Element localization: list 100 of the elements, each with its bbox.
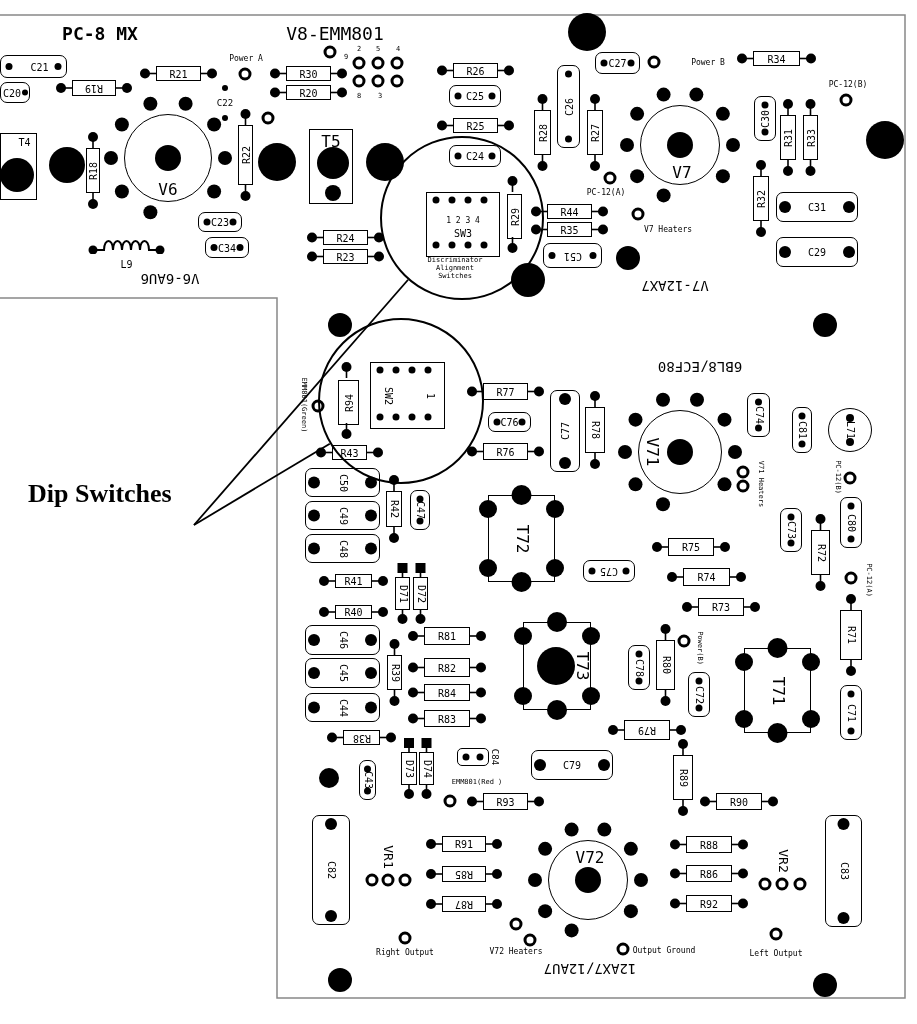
reference-designator: R35 [560, 224, 579, 235]
reference-designator: R24 [336, 232, 355, 243]
silkscreen-text: PC-12(B) [828, 79, 868, 89]
capacitor-outline [754, 96, 776, 141]
resistor-outline [753, 176, 769, 221]
reference-designator: R39 [389, 663, 400, 682]
capacitor-outline [305, 468, 380, 497]
dip-switch-outline [370, 362, 445, 429]
reference-designator: C73 [785, 520, 797, 540]
reference-designator: R73 [711, 601, 731, 613]
resistor-outline [335, 574, 372, 588]
resistor-outline [753, 51, 800, 66]
silkscreen-text: Output Ground [632, 945, 696, 955]
reference-designator: R43 [340, 447, 359, 458]
reference-designator: R84 [437, 687, 457, 698]
resistor-outline [286, 66, 331, 81]
resistor-outline [156, 66, 201, 81]
capacitor-outline [305, 625, 380, 655]
reference-designator: R34 [767, 53, 786, 64]
capacitor-outline [628, 645, 650, 690]
resistor-outline [323, 230, 368, 245]
resistor-outline [442, 896, 486, 912]
reference-designator: C71 [845, 703, 857, 722]
reference-designator: R30 [299, 68, 318, 79]
reference-designator: R23 [336, 251, 355, 262]
reference-designator: 1 [424, 392, 435, 399]
resistor-outline [442, 866, 486, 882]
reference-designator: R91 [454, 838, 474, 850]
reference-designator: R27 [589, 123, 601, 142]
reference-designator: V71 [643, 437, 661, 467]
reference-designator: R85 [454, 868, 474, 880]
resistor-outline [673, 755, 693, 800]
reference-designator: L71 [844, 420, 856, 440]
silkscreen-text: Left Output [749, 948, 803, 958]
resistor-outline [624, 720, 670, 740]
reference-designator: C23 [210, 216, 230, 228]
resistor-outline [780, 115, 796, 160]
resistor-outline [507, 194, 522, 239]
reference-designator: C25 [465, 90, 485, 102]
reference-designator: T4 [18, 136, 31, 147]
reference-designator: C81 [796, 420, 808, 440]
resistor-outline [442, 836, 486, 852]
reference-designator: R33 [805, 128, 816, 147]
reference-designator: R74 [697, 571, 716, 583]
resistor-outline [547, 222, 592, 237]
resistor-outline [424, 658, 470, 677]
reference-designator: R25 [466, 120, 485, 131]
reference-designator: R89 [677, 768, 689, 787]
reference-designator: R19 [84, 82, 104, 94]
resistor-outline [286, 85, 331, 100]
capacitor-outline [776, 237, 858, 267]
reference-designator: R32 [755, 189, 767, 208]
capacitor-outline [305, 534, 380, 563]
reference-designator: C76 [500, 416, 519, 428]
reference-designator: C80 [845, 513, 857, 532]
reference-designator: R78 [589, 420, 601, 440]
diode-outline [413, 577, 428, 610]
resistor-outline [686, 836, 732, 853]
resistor-outline [483, 793, 528, 810]
silkscreen-text: VR1 [381, 845, 395, 869]
silkscreen-text: PC-12(A) [586, 187, 626, 197]
resistor-outline [238, 125, 253, 185]
silkscreen-text: V72 Heaters [489, 946, 543, 956]
reference-designator: R44 [560, 206, 579, 217]
resistor-outline [453, 63, 498, 78]
reference-designator: R21 [169, 68, 188, 79]
reference-designator: D71 [397, 584, 408, 603]
capacitor-outline [531, 750, 613, 780]
resistor-outline [716, 793, 762, 810]
resistor-outline [86, 148, 100, 193]
resistor-outline [483, 443, 528, 460]
reference-designator: R88 [699, 839, 719, 850]
capacitor-outline [595, 52, 640, 74]
resistor-outline [323, 249, 368, 264]
capacitor-outline [198, 212, 242, 232]
reference-designator: R40 [344, 606, 363, 618]
silkscreen-text: C22 [216, 98, 234, 108]
reference-designator: C29 [807, 246, 827, 258]
capacitor-outline [488, 412, 531, 432]
reference-designator: C50 [337, 473, 348, 492]
capacitor-outline [0, 82, 30, 103]
reference-designator: R94 [343, 393, 354, 412]
reference-designator: D74 [421, 759, 432, 778]
resistor-outline [686, 895, 732, 912]
reference-designator: 1 2 3 4 [446, 214, 480, 225]
reference-designator: C30 [759, 109, 771, 128]
reference-designator: C26 [563, 97, 574, 116]
reference-designator: R41 [344, 575, 363, 587]
reference-designator: R83 [437, 713, 457, 724]
capacitor-outline [0, 55, 67, 78]
reference-designator: C72 [693, 685, 705, 704]
capacitor-outline [305, 658, 380, 688]
reference-designator: C20 [2, 87, 22, 98]
capacitor-outline [792, 407, 812, 453]
reference-designator: C82 [325, 860, 337, 880]
silkscreen-text: Power B [691, 57, 725, 67]
reference-designator: L9 [120, 258, 133, 270]
capacitor-outline [840, 685, 862, 740]
reference-designator: R90 [729, 796, 749, 807]
diode-outline [401, 752, 417, 785]
